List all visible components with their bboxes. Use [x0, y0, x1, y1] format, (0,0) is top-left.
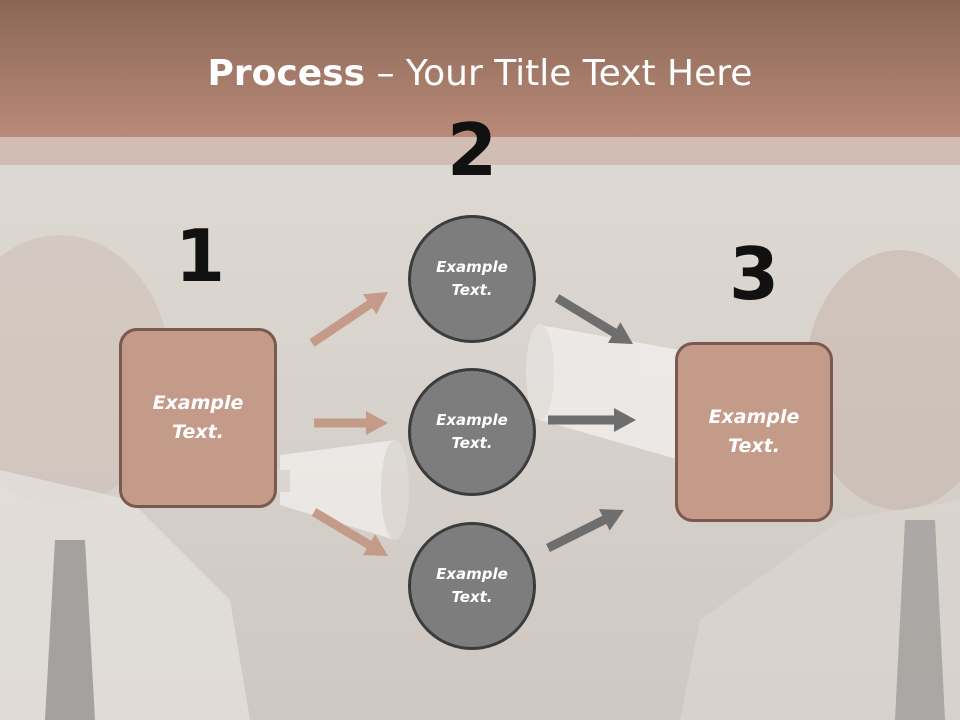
step-2-circle-top[interactable]: Example Text. — [408, 215, 536, 343]
step-number-2: 2 — [446, 108, 498, 192]
title-rest-part: – Your Title Text Here — [365, 53, 753, 94]
circle-bottom-label: Example Text. — [436, 565, 508, 606]
header-strip — [0, 137, 960, 165]
title-bold-part: Process — [207, 53, 366, 94]
step-2-circle-middle[interactable]: Example Text. — [408, 368, 536, 496]
step-1-box[interactable]: Example Text. — [119, 328, 277, 508]
step-number-1: 1 — [174, 214, 226, 298]
step-number-3: 3 — [728, 232, 780, 316]
header-band — [0, 0, 960, 137]
slide-title: Process – Your Title Text Here — [0, 52, 960, 96]
step-1-label: Example Text. — [152, 392, 244, 443]
circle-middle-label: Example Text. — [436, 411, 508, 452]
step-2-circle-bottom[interactable]: Example Text. — [408, 522, 536, 650]
step-3-box[interactable]: Example Text. — [675, 342, 833, 522]
circle-top-label: Example Text. — [436, 258, 508, 299]
step-3-label: Example Text. — [708, 406, 800, 457]
